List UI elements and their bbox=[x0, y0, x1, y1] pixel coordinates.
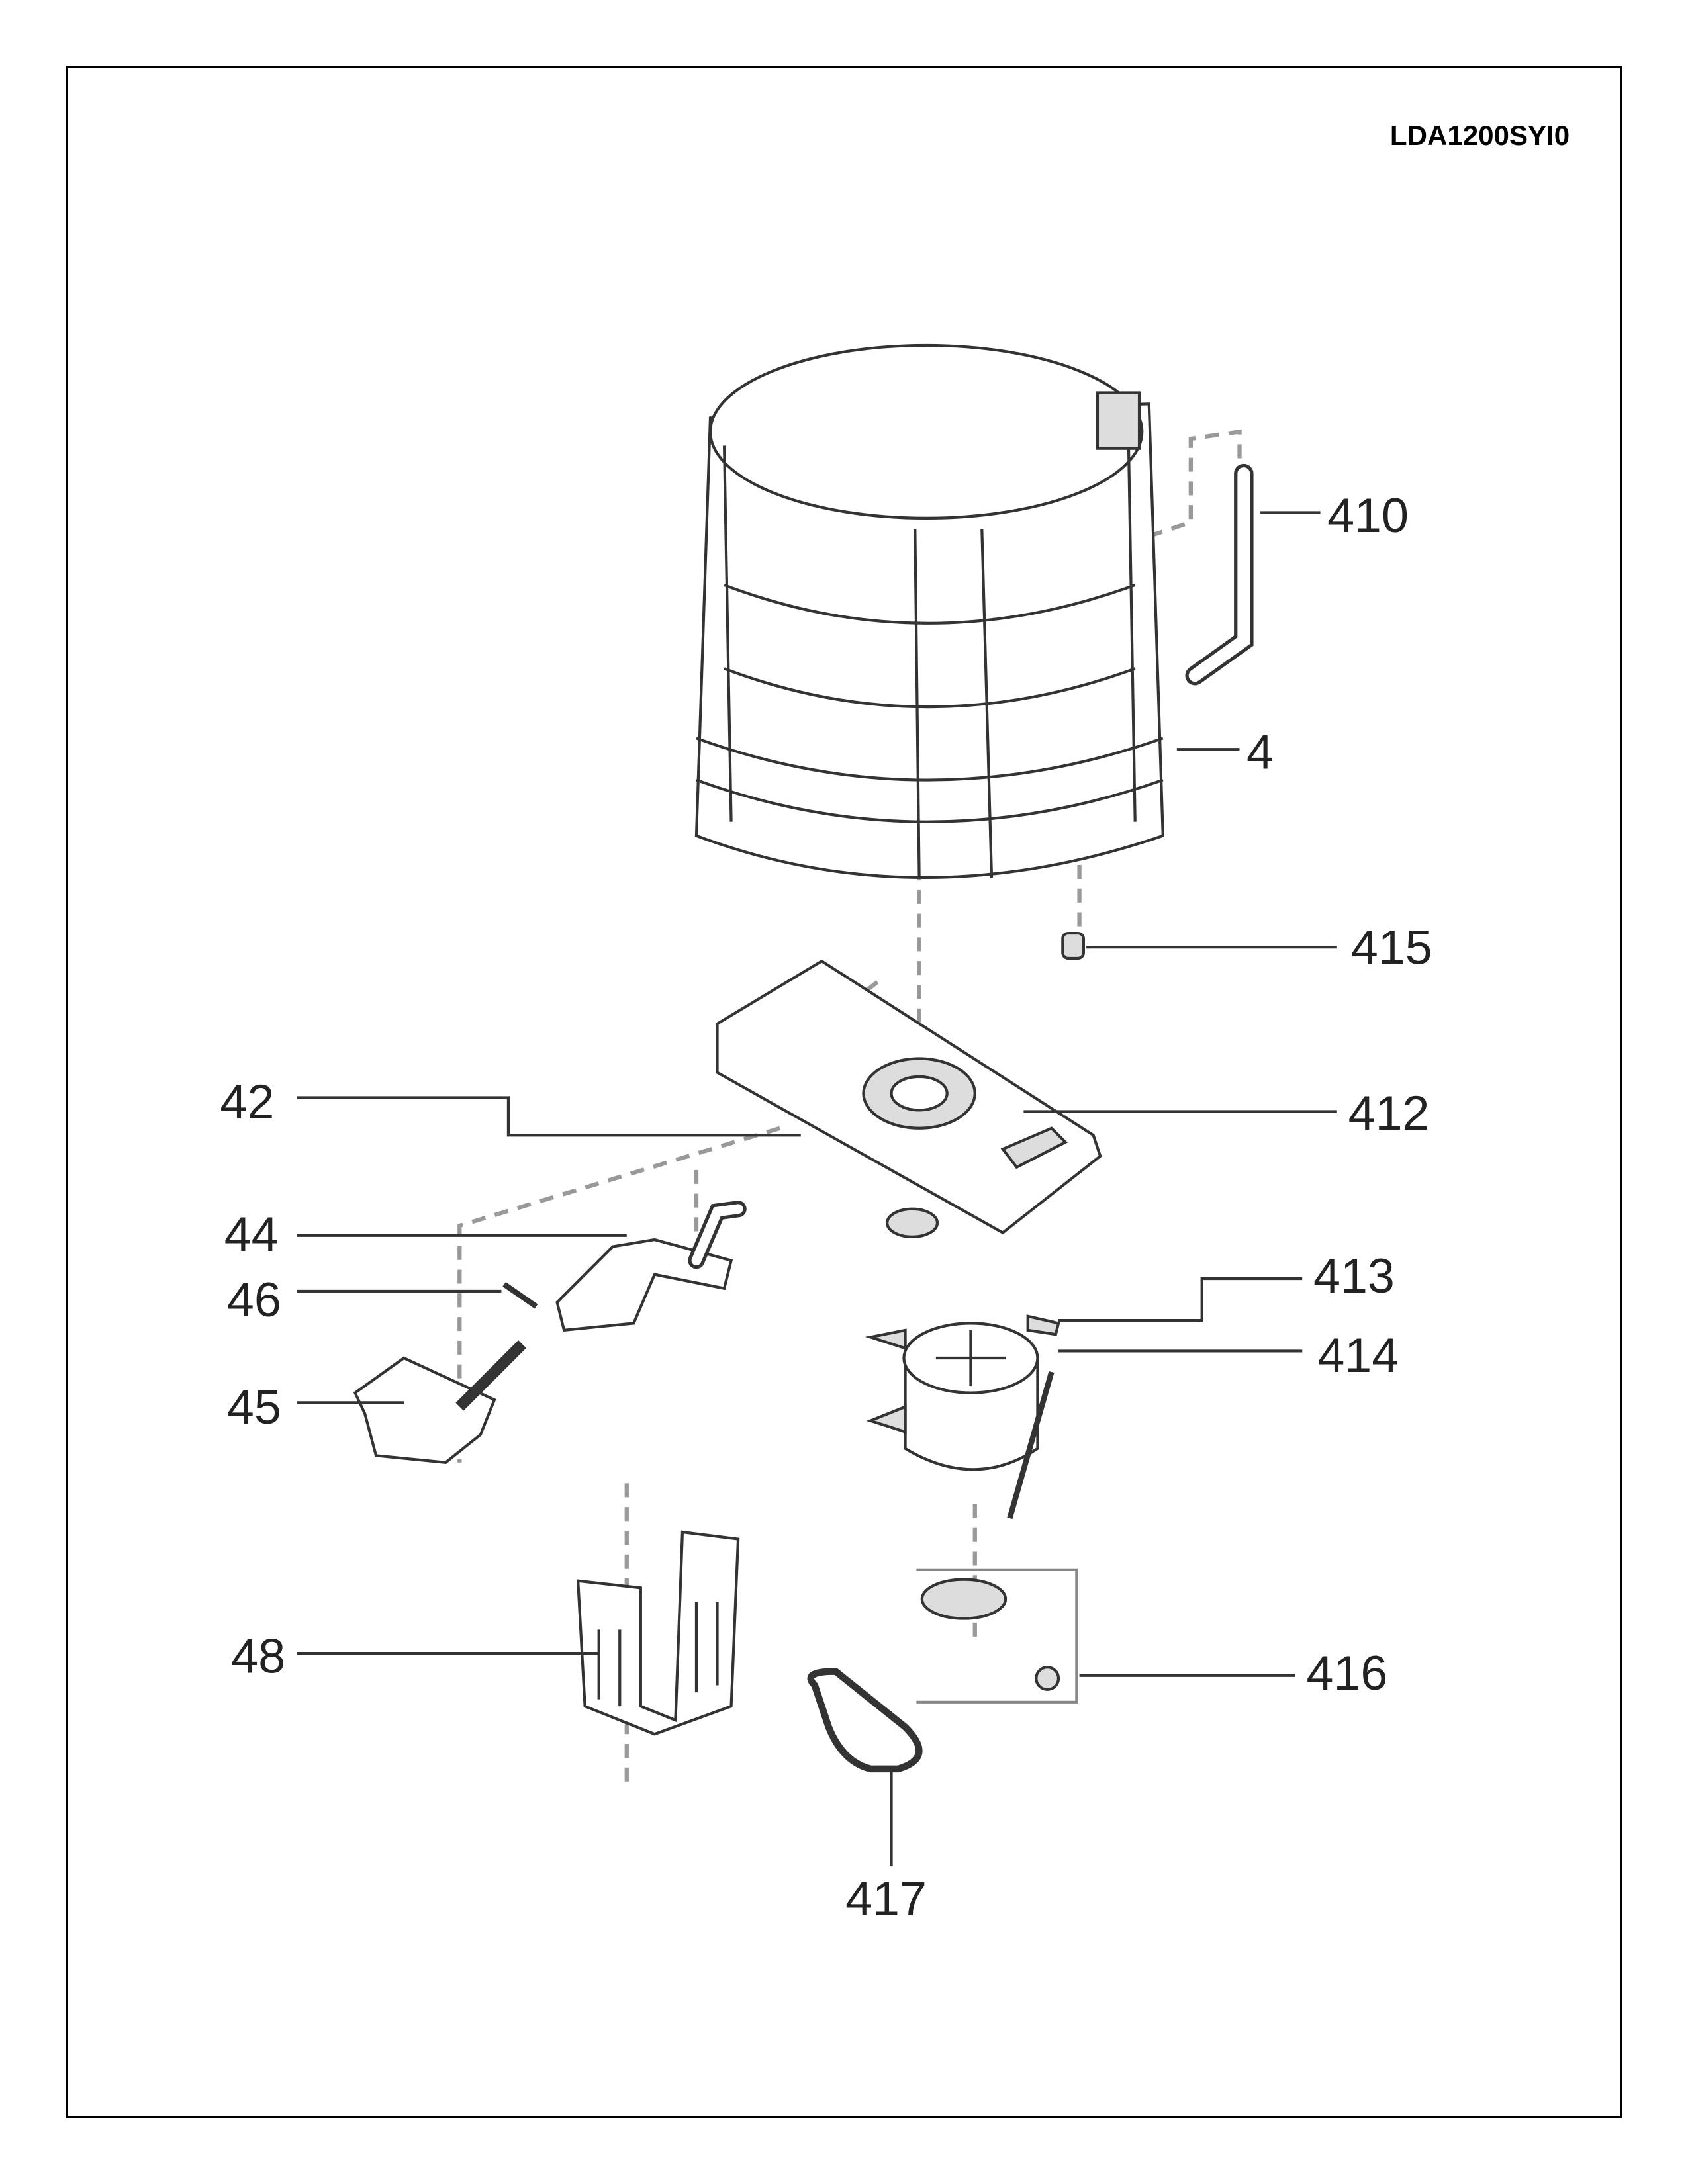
callout-412: 412 bbox=[1348, 1085, 1430, 1140]
part-415-nut bbox=[1061, 931, 1085, 960]
callout-42: 42 bbox=[220, 1074, 274, 1129]
model-number: LDA1200SYI0 bbox=[1390, 120, 1570, 151]
callout-44: 44 bbox=[224, 1206, 279, 1261]
callout-46: 46 bbox=[227, 1272, 281, 1327]
part-44-valve bbox=[555, 1201, 747, 1332]
callout-414: 414 bbox=[1317, 1328, 1399, 1383]
part-417-belt bbox=[807, 1668, 923, 1773]
callout-417: 417 bbox=[845, 1871, 927, 1926]
part-48-bracket bbox=[576, 1530, 740, 1736]
callout-48: 48 bbox=[231, 1629, 285, 1684]
callout-415: 415 bbox=[1351, 919, 1432, 974]
callout-416: 416 bbox=[1307, 1645, 1388, 1700]
part-413-clip bbox=[1026, 1314, 1060, 1336]
page-frame bbox=[66, 66, 1622, 2118]
part-46-spring bbox=[502, 1281, 538, 1309]
part-412-base bbox=[716, 959, 1102, 1238]
part-45-pump bbox=[353, 1340, 526, 1465]
leader-lines bbox=[297, 511, 1337, 1867]
part-4-tub bbox=[694, 343, 1164, 879]
part-416-pulley bbox=[916, 1568, 1078, 1704]
callout-413: 413 bbox=[1313, 1248, 1395, 1303]
part-410-hose bbox=[1185, 463, 1254, 686]
callout-410: 410 bbox=[1327, 488, 1409, 543]
callout-45: 45 bbox=[227, 1379, 281, 1434]
callout-4: 4 bbox=[1246, 725, 1274, 780]
part-414-motor bbox=[865, 1322, 1055, 1520]
